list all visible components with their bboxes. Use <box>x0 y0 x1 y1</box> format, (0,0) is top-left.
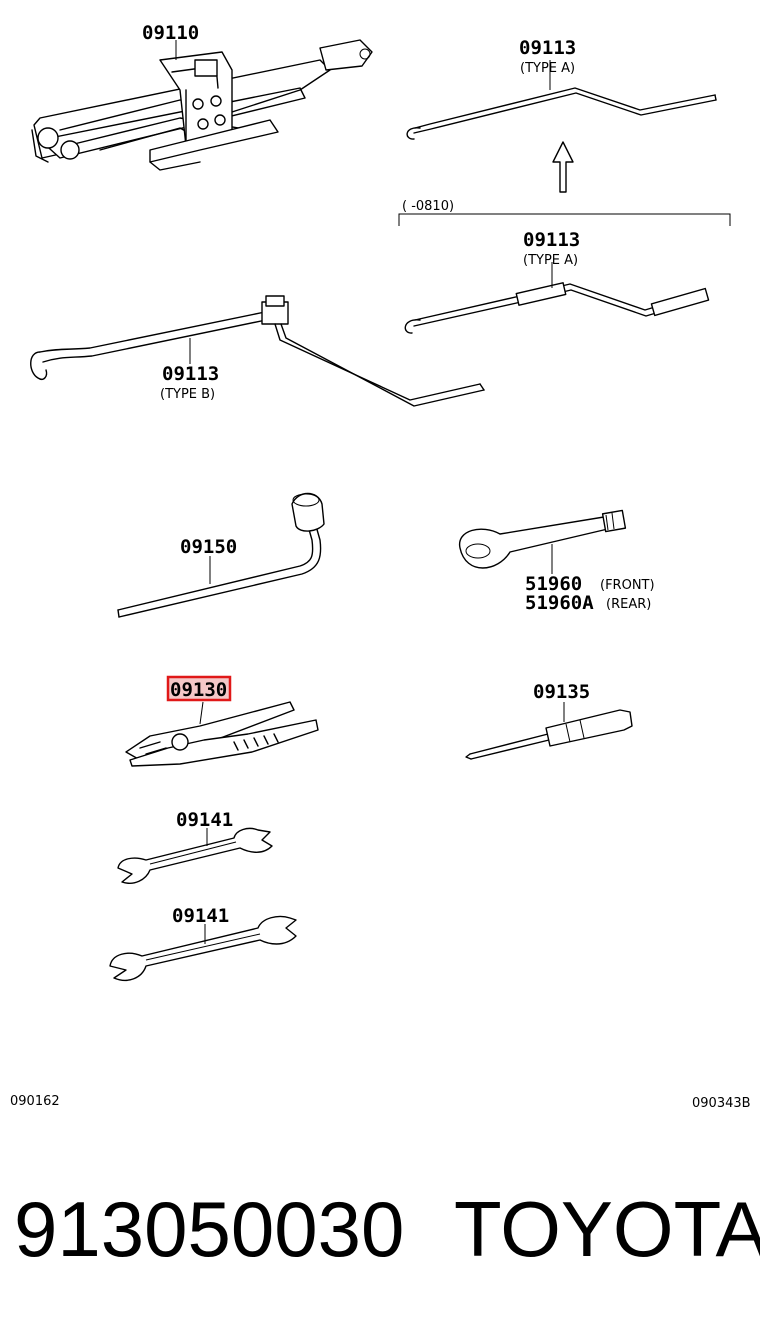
open-end-wrench-1[interactable] <box>117 827 273 884</box>
label-handle-a-top-type: (TYPE A) <box>520 61 575 76</box>
label-wrench-1: 09141 <box>176 809 233 831</box>
screwdriver[interactable] <box>465 702 633 760</box>
label-handle-a-top: 09113 <box>519 37 576 59</box>
pliers[interactable] <box>125 701 319 767</box>
lug-wrench[interactable] <box>117 492 325 618</box>
jack-handle-type-a-mid[interactable] <box>404 262 710 334</box>
label-hook-front: 51960 <box>525 573 582 595</box>
label-pliers: 09130 <box>170 679 227 701</box>
jack-handle-type-b[interactable] <box>30 295 485 407</box>
pliers-label-highlight <box>166 675 232 702</box>
scissor-jack[interactable] <box>31 39 373 171</box>
label-handle-a-mid: 09113 <box>523 229 580 251</box>
diagram-code-right: 090343B <box>692 1096 751 1111</box>
footer-part-number: 913050030 <box>14 1185 404 1273</box>
label-handle-a-mid-type: (TYPE A) <box>523 253 578 268</box>
up-arrow-icon <box>552 141 574 193</box>
label-hook-rear-note: (REAR) <box>606 597 651 612</box>
label-handle-b: 09113 <box>162 363 219 385</box>
label-screwdriver: 09135 <box>533 681 590 703</box>
label-bracket-range: ( -0810) <box>402 199 454 214</box>
label-jack: 09110 <box>142 22 199 44</box>
label-lug-wrench: 09150 <box>180 536 237 558</box>
footer-brand: TOYOTA <box>454 1185 760 1273</box>
open-end-wrench-2[interactable] <box>109 915 297 982</box>
jack-handle-type-a-top[interactable] <box>406 60 717 140</box>
range-bracket <box>398 213 731 226</box>
towing-hook[interactable] <box>459 509 627 574</box>
diagram-code-left: 090162 <box>10 1094 60 1109</box>
label-handle-b-type: (TYPE B) <box>160 387 215 402</box>
label-hook-rear: 51960A <box>525 592 594 614</box>
label-hook-front-note: (FRONT) <box>600 578 655 593</box>
label-wrench-2: 09141 <box>172 905 229 927</box>
